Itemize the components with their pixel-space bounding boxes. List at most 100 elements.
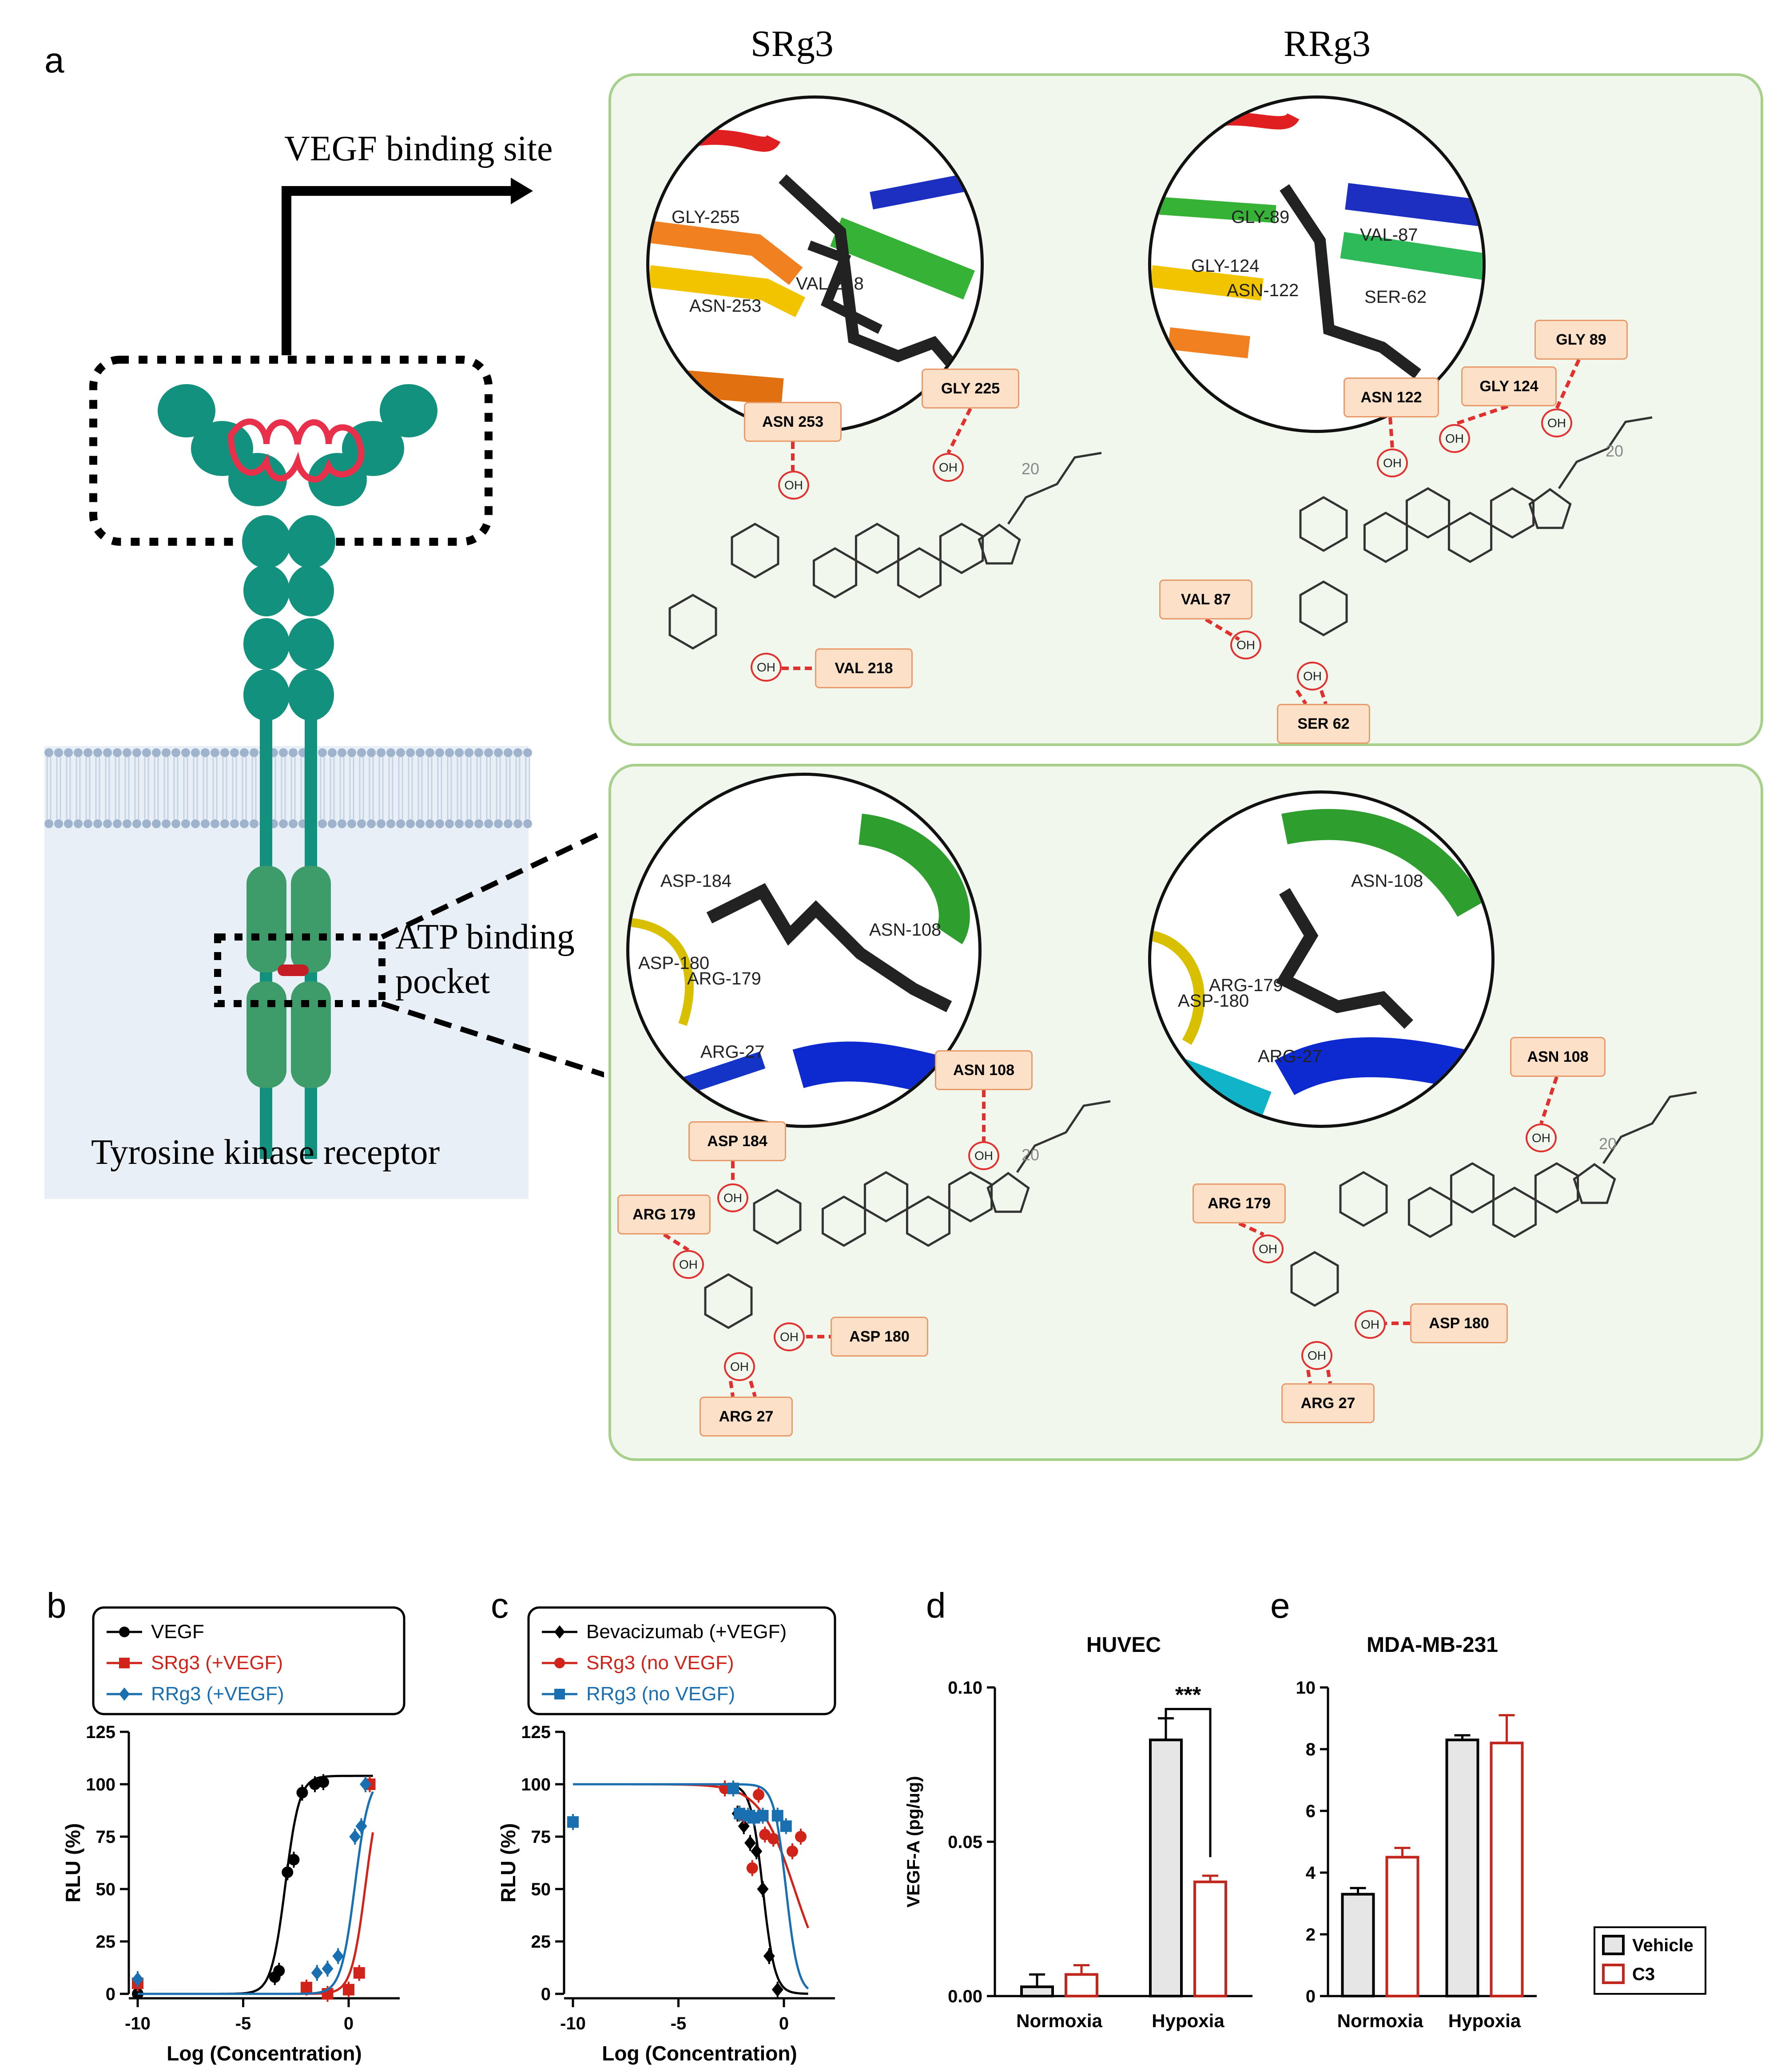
oh-circle: OH [1377, 449, 1408, 477]
data-point [554, 1658, 565, 1668]
lipid-head [230, 819, 239, 828]
y-tick-label: 10 [1296, 1678, 1316, 1698]
significance-stars: *** [1175, 1683, 1201, 1707]
oh-circle: OH [751, 653, 782, 682]
data-point [349, 1830, 361, 1844]
y-tick-label: 125 [521, 1723, 551, 1742]
ring [1299, 580, 1348, 636]
x-axis-label: Log (Concentration) [602, 2042, 797, 2065]
lipid-head [152, 819, 161, 828]
panel-a-label: a [44, 40, 64, 80]
lipid-head [465, 819, 473, 828]
residue-box: ARG 179 [617, 1195, 711, 1234]
ring [668, 594, 717, 650]
residue-box: GLY 124 [1461, 366, 1557, 406]
res-label: GLY-89 [1231, 207, 1290, 227]
lipid-head [338, 819, 346, 828]
lipid-head [132, 748, 141, 757]
ring [1407, 1187, 1453, 1238]
residue-box: ARG 27 [700, 1397, 793, 1437]
ring [863, 1171, 909, 1223]
y-tick-label: 100 [86, 1775, 115, 1794]
x-tick-label: -5 [235, 2014, 251, 2033]
lipid-head [240, 819, 249, 828]
lipid-head [445, 819, 454, 828]
lipid-head [504, 748, 513, 757]
lipid-head [494, 819, 503, 828]
res-label: ASN-108 [1351, 871, 1423, 891]
ring [948, 1171, 993, 1223]
lipid-head [132, 819, 141, 828]
receptor-illustration [44, 178, 604, 1199]
hbond-dash [1205, 618, 1240, 641]
lipid-head [484, 819, 493, 828]
lipid-head [289, 819, 298, 828]
ring [855, 523, 900, 574]
ring [897, 547, 942, 599]
y-tick-label: 2 [1306, 1925, 1316, 1945]
lipid-head [357, 748, 366, 757]
data-point [288, 1854, 300, 1866]
ring [731, 523, 779, 579]
x-tick-label: 0 [779, 2014, 789, 2033]
lipid-head [74, 748, 83, 757]
data-point [738, 1819, 750, 1834]
chart-title: MDA-MB-231 [1367, 1633, 1498, 1657]
hbond-dash [1326, 1369, 1332, 1384]
oh-circle: OH [1541, 409, 1572, 437]
residue-box: ARG 27 [1281, 1383, 1375, 1423]
res-label: ASN-122 [1227, 281, 1299, 300]
fit-curve [573, 1783, 809, 1990]
rrg3-vegf-ribbons [1151, 112, 1483, 379]
oh-circle: OH [778, 471, 809, 500]
y-tick-label: 0.10 [948, 1678, 982, 1698]
panel-b-label: b [47, 1586, 67, 1625]
bar [1149, 1739, 1183, 1997]
y-tick-label: 6 [1306, 1802, 1316, 1821]
lipid-head [279, 748, 288, 757]
lipid-head [113, 819, 122, 828]
ring [753, 1189, 802, 1245]
data-point [119, 1687, 130, 1701]
data-point [273, 1965, 285, 1977]
res-label: SER-62 [1364, 287, 1427, 307]
x-category-label: Hypoxia [1448, 2010, 1521, 2031]
y-tick-label: 50 [96, 1880, 116, 1899]
lipid-head [523, 748, 532, 757]
legend-label: SRg3 (no VEGF) [586, 1652, 734, 1674]
significance-bracket [1165, 1708, 1212, 1858]
y-axis-label: RLU (%) [61, 1823, 84, 1903]
data-point [360, 1777, 371, 1791]
lipid-head [44, 819, 53, 828]
ring [1492, 1187, 1537, 1238]
oh-circle: OH [1301, 1341, 1332, 1370]
panel-d-label: d [926, 1586, 946, 1625]
residue-box: ASN 253 [744, 402, 842, 442]
oh-circle: OH [774, 1322, 805, 1351]
data-point [355, 1819, 367, 1834]
data-point [332, 1949, 344, 1964]
data-point [746, 1862, 758, 1874]
lipid-head [250, 819, 258, 828]
hbond-dash [1454, 405, 1509, 426]
y-tick-label: 50 [531, 1880, 551, 1899]
lipid-head [162, 748, 171, 757]
legend-label: RRg3 (+VEGF) [151, 1683, 284, 1705]
y-tick-label: 75 [96, 1827, 116, 1847]
res-label: ARG-27 [1258, 1047, 1322, 1066]
res-label: ASP-180 [1178, 991, 1249, 1011]
bar [1341, 1893, 1375, 1998]
data-point [554, 1689, 565, 1699]
panel-c-label: c [491, 1586, 509, 1625]
data-point [567, 1816, 579, 1828]
data-point [771, 1982, 783, 1997]
hbond-dash [749, 1380, 757, 1397]
lipid-head [396, 748, 405, 757]
fit-curve [138, 1791, 374, 1995]
data-point [744, 1836, 756, 1850]
lipid-head [93, 748, 102, 757]
legend-box [92, 1606, 405, 1715]
residue-box: ARG 179 [1193, 1183, 1286, 1223]
